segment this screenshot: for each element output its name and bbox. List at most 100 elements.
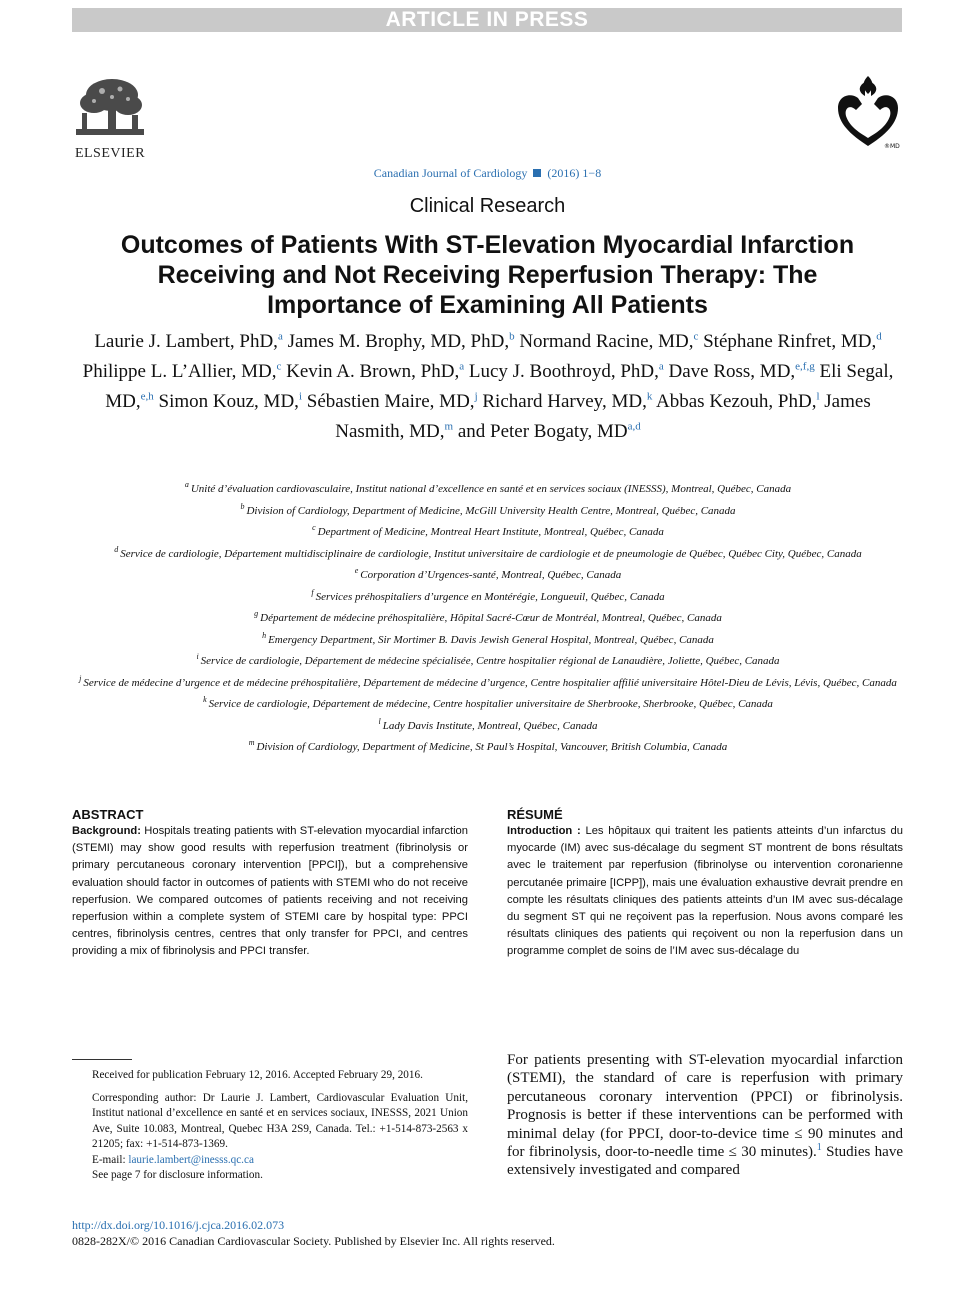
received-dates: Received for publication February 12, 20… <box>92 1069 423 1081</box>
elsevier-tree-icon <box>72 75 148 143</box>
affiliation-text: Services préhospitaliers d’urgence en Mo… <box>315 590 665 603</box>
affiliation-text: Division of Cardiology, Department of Me… <box>256 741 728 753</box>
abstract-french: RÉSUMÉ Introduction : Les hôpitaux qui t… <box>507 806 903 961</box>
author-name: and <box>457 421 486 442</box>
doi-link[interactable]: http://dx.doi.org/10.1016/j.cjca.2016.02… <box>72 1218 285 1232</box>
affiliation-key: f <box>311 587 314 597</box>
author-affiliation-marker[interactable]: c <box>693 330 699 343</box>
author-name: Stéphane Rinfret, MD, <box>703 331 877 352</box>
article-in-press-banner: ARTICLE IN PRESS <box>72 8 902 32</box>
elsevier-wordmark: ELSEVIER <box>74 146 146 161</box>
journal-citation: Canadian Journal of Cardiology(2016) 1−8 <box>0 166 975 181</box>
affiliation-key: i <box>196 652 199 662</box>
author: Eli Segal, MD,e,h <box>105 361 893 412</box>
author-affiliation-marker[interactable]: d <box>876 330 882 343</box>
footnotes: Received for publication February 12, 20… <box>72 1068 468 1184</box>
reference-link[interactable]: 1 <box>816 1142 822 1154</box>
body-text: For patients presenting with ST-elevatio… <box>507 1051 903 1180</box>
author-name: Dave Ross, MD, <box>668 361 796 382</box>
affiliation-text: Department of Medicine, Montreal Heart I… <box>317 526 664 538</box>
author: James Nasmith, MD,m <box>335 391 870 442</box>
email-link[interactable]: laurie.lambert@inesss.qc.ca <box>128 1153 254 1166</box>
author: Richard Harvey, MD,k <box>482 391 652 412</box>
disclosure-note: See page 7 for disclosure information. <box>92 1169 263 1181</box>
article-title: Outcomes of Patients With ST-Elevation M… <box>120 231 855 319</box>
author-affiliation-marker[interactable]: i <box>298 390 302 403</box>
author-affiliation-marker[interactable]: e,f,g <box>795 360 815 373</box>
affiliation-text: Service de cardiologie, Département mult… <box>120 547 862 560</box>
body-paragraph-continued: Studies have extensively investigated an… <box>507 1144 903 1179</box>
affiliation-key: k <box>203 695 207 705</box>
author: Normand Racine, MD,c <box>519 331 698 352</box>
author-affiliation-marker[interactable]: b <box>509 330 515 343</box>
affiliation-text: Service de cardiologie, Département de m… <box>208 698 773 710</box>
resume-introduction-label: Introduction : <box>507 825 581 837</box>
abstract-background-text: Hospitals treating patients with ST-elev… <box>72 825 468 958</box>
author-affiliation-marker[interactable]: a <box>277 330 283 343</box>
author-affiliation-marker[interactable]: l <box>816 390 820 403</box>
email-line: E-mail: laurie.lambert@inesss.qc.ca <box>72 1153 468 1169</box>
author: Peter Bogaty, MDa,d <box>490 421 641 442</box>
author: Stéphane Rinfret, MD,d <box>703 331 882 352</box>
abstract-background: Background: Hospitals treating patients … <box>72 823 468 961</box>
affiliation-text: Corporation d’Urgences-santé, Montreal, … <box>360 569 622 581</box>
author: James M. Brophy, MD, PhD,b <box>288 331 515 352</box>
ccs-logo: ®MD <box>832 72 904 152</box>
author-name: Sébastien Maire, MD, <box>306 391 475 412</box>
affiliation-key: a <box>184 480 189 490</box>
affiliation-text: Service de médecine d’urgence et de méde… <box>83 676 897 689</box>
abstract-heading: ABSTRACT <box>72 807 144 822</box>
author-name: Philippe L. L’Allier, MD, <box>82 361 277 382</box>
author-list: Laurie J. Lambert, PhD,a James M. Brophy… <box>72 327 904 447</box>
affiliation-key: d <box>114 544 119 554</box>
affiliation-text: Division of Cardiology, Department of Me… <box>246 504 736 517</box>
author-name: Richard Harvey, MD, <box>482 391 647 412</box>
affiliation-text: Lady Davis Institute, Montreal, Québec, … <box>382 719 598 732</box>
author-affiliation-marker[interactable]: m <box>444 420 454 433</box>
resume-heading: RÉSUMÉ <box>507 807 563 822</box>
affiliation-key: h <box>262 630 267 640</box>
author: and <box>458 421 485 442</box>
author-affiliation-marker[interactable]: e,h <box>140 390 154 403</box>
author-affiliation-marker[interactable]: c <box>276 360 282 373</box>
section-label: Clinical Research <box>409 195 566 217</box>
author-affiliation-marker[interactable]: k <box>646 390 653 403</box>
author-name: James M. Brophy, MD, PhD, <box>287 331 510 352</box>
author-affiliation-marker[interactable]: j <box>474 390 478 403</box>
abstract-background-label: Background: <box>72 825 141 837</box>
author: Kevin A. Brown, PhD,a <box>286 361 464 382</box>
affiliation-text: Département de médecine préhospitalière,… <box>260 612 722 624</box>
footnote-divider <box>72 1059 132 1060</box>
journal-name[interactable]: Canadian Journal of Cardiology <box>373 166 528 180</box>
author-name: Lucy J. Boothroyd, PhD, <box>468 361 659 382</box>
author: Laurie J. Lambert, PhD,a <box>94 331 283 352</box>
author: Philippe L. L’Allier, MD,c <box>83 361 282 382</box>
affiliation-key: l <box>378 716 381 726</box>
author-name: Laurie J. Lambert, PhD, <box>94 331 278 352</box>
author-affiliation-marker[interactable]: a <box>658 360 664 373</box>
copyright-line: 0828-282X/© 2016 Canadian Cardiovascular… <box>72 1234 555 1248</box>
ccs-registered-mark: ®MD <box>884 143 900 150</box>
affiliation-text: Unité d’évaluation cardiovasculaire, Ins… <box>190 483 792 495</box>
author: Lucy J. Boothroyd, PhD,a <box>469 361 664 382</box>
author-affiliation-marker[interactable]: a,d <box>627 420 641 433</box>
affiliation-key: j <box>79 673 82 683</box>
resume-introduction: Introduction : Les hôpitaux qui traitent… <box>507 823 903 961</box>
affiliation-key: c <box>312 523 316 533</box>
resume-introduction-text: Les hôpitaux qui traitent les patients a… <box>507 825 904 958</box>
ccs-heart-logo-icon: ®MD <box>838 76 900 150</box>
author-affiliation-marker[interactable]: a <box>459 360 465 373</box>
affiliation-key: e <box>354 566 359 576</box>
author-name: Simon Kouz, MD, <box>158 391 299 412</box>
author-name: Eli Segal, MD, <box>105 361 894 412</box>
journal-year: (2016) <box>547 166 580 180</box>
author-name: Normand Racine, MD, <box>519 331 694 352</box>
